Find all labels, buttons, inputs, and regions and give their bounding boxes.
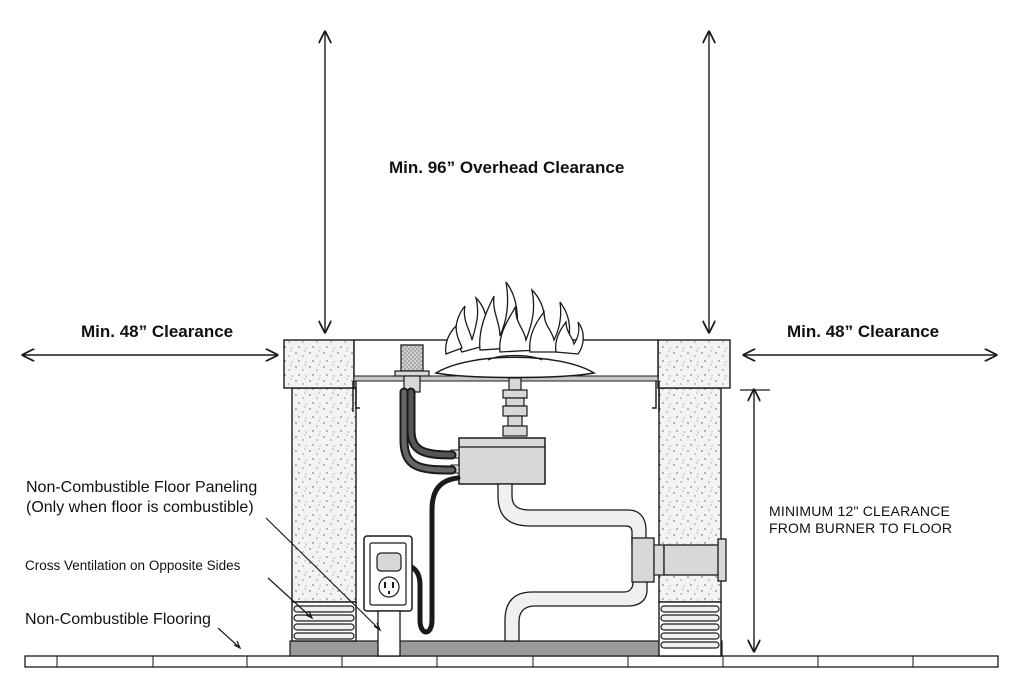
mounting-brackets: [352, 381, 660, 412]
burner-clearance-label-line1: MINIMUM 12" CLEARANCE: [769, 503, 951, 519]
burner-clearance-label: MINIMUM 12" CLEARANCE FROM BURNER TO FLO…: [769, 503, 952, 537]
overhead-clearance-label: Min. 96” Overhead Clearance: [389, 158, 625, 177]
leader-lines: [217, 517, 382, 650]
flooring-label: Non-Combustible Flooring: [25, 611, 211, 628]
floor-paneling-label-line1: Non-Combustible Floor Paneling: [26, 479, 258, 496]
burner-pan: [433, 354, 597, 379]
right-vent-slots: [660, 605, 720, 649]
ground-flooring: [24, 655, 999, 668]
burner-clearance-label-line2: FROM BURNER TO FLOOR: [769, 520, 953, 536]
electrical-outlet: [363, 535, 413, 657]
floor-paneling: [289, 640, 723, 657]
gas-pipe: [497, 483, 727, 642]
cross-ventilation-label: Cross Ventilation on Opposite Sides: [25, 558, 241, 573]
left-clearance-label: Min. 48” Clearance: [81, 322, 234, 341]
igniter-hoses: [399, 387, 457, 475]
floor-paneling-label-line2: (Only when floor is combustible): [26, 499, 254, 516]
igniter: [394, 344, 430, 393]
left-column: [291, 387, 357, 642]
right-column: [658, 387, 722, 657]
control-box: [450, 437, 546, 485]
flames: [444, 281, 584, 355]
burner-fittings: [502, 377, 528, 437]
floor-paneling-label: Non-Combustible Floor Paneling (Only whe…: [26, 478, 257, 518]
power-cord: [393, 475, 461, 635]
left-vent-slots: [293, 605, 355, 640]
right-clearance-label: Min. 48” Clearance: [787, 322, 940, 341]
